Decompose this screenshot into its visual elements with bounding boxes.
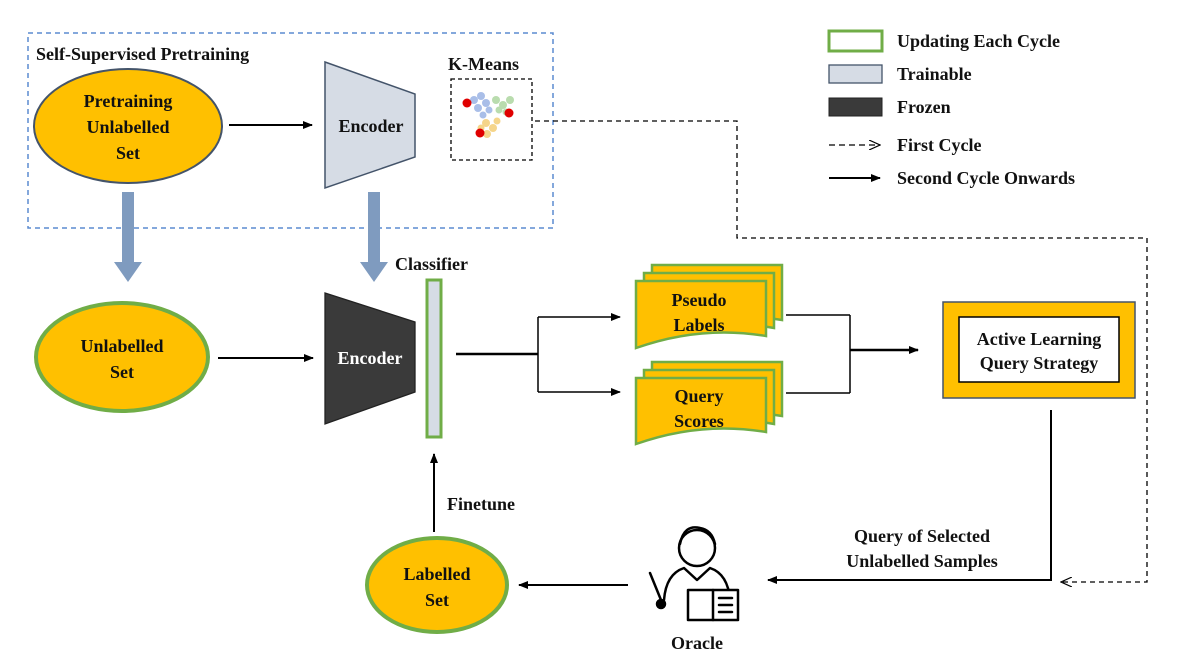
kmeans-box [450, 78, 533, 161]
al-query-strategy: Active Learning Query Strategy [942, 301, 1136, 399]
pseudo-labels-line1: Pseudo [671, 290, 726, 310]
unlabelled-set: Unlabelled Set [34, 301, 210, 413]
pseudo-labels-line2: Labels [673, 315, 724, 335]
pretraining-unlabelled-set: Pretraining Unlabelled Set [33, 68, 223, 184]
kmeans-label: K-Means [448, 54, 519, 74]
oracle-label: Oracle [671, 633, 723, 653]
pretraining-dashed-box [27, 32, 554, 229]
query-to-oracle-path [767, 410, 1052, 584]
pretraining-set-line2: Unlabelled [86, 117, 169, 137]
split-connector [456, 313, 621, 396]
legend-frozen-swatch [828, 97, 883, 117]
transfer-arrow-left [114, 192, 142, 282]
legend-updating-swatch [827, 29, 884, 53]
merge-connector [786, 314, 919, 394]
legend-frozen-label: Frozen [897, 97, 951, 117]
legend-first-cycle-label: First Cycle [897, 135, 981, 155]
legend: Updating Each Cycle Trainable Frozen Fir… [827, 29, 1075, 188]
oracle-teacher-icon [648, 526, 740, 622]
encoder-bottom-label: Encoder [338, 348, 403, 368]
unlabelled-set-line1: Unlabelled [80, 336, 163, 356]
encoder-top: Encoder [324, 60, 416, 190]
encoder-bottom: Encoder [324, 292, 416, 425]
legend-trainable-label: Trainable [897, 64, 972, 84]
pretraining-region: Self-Supervised Pretraining [27, 32, 554, 229]
classifier-bar [425, 278, 443, 439]
query-selected-line1: Query of Selected [854, 526, 990, 546]
query-scores-doc: Query Scores [634, 360, 784, 446]
query-scores-line2: Scores [674, 411, 724, 431]
labelled-set-line1: Labelled [403, 564, 470, 584]
finetune-label: Finetune [447, 494, 515, 514]
encoder-top-label: Encoder [339, 116, 404, 136]
unlabelled-set-line2: Set [110, 362, 134, 382]
pretraining-title: Self-Supervised Pretraining [36, 44, 249, 64]
labelled-set-line2: Set [425, 590, 449, 610]
pseudo-labels-doc: Pseudo Labels [634, 263, 784, 350]
labelled-set: Labelled Set [365, 536, 509, 634]
al-strategy-line2: Query Strategy [980, 353, 1098, 373]
al-strategy-line1: Active Learning [977, 329, 1101, 349]
first-cycle-dashed-path [535, 120, 1148, 582]
legend-second-cycle-label: Second Cycle Onwards [897, 168, 1075, 188]
pretraining-set-line3: Set [116, 143, 140, 163]
legend-updating-label: Updating Each Cycle [897, 31, 1060, 51]
classifier-label: Classifier [395, 254, 468, 274]
transfer-arrow-right [360, 192, 388, 282]
kmeans-block: K-Means [448, 54, 533, 161]
pretraining-set-line1: Pretraining [84, 91, 173, 111]
legend-trainable-swatch [828, 64, 883, 84]
query-scores-line1: Query [675, 386, 724, 406]
query-selected-line2: Unlabelled Samples [846, 551, 998, 571]
kmeans-cluster-icon [462, 92, 514, 138]
